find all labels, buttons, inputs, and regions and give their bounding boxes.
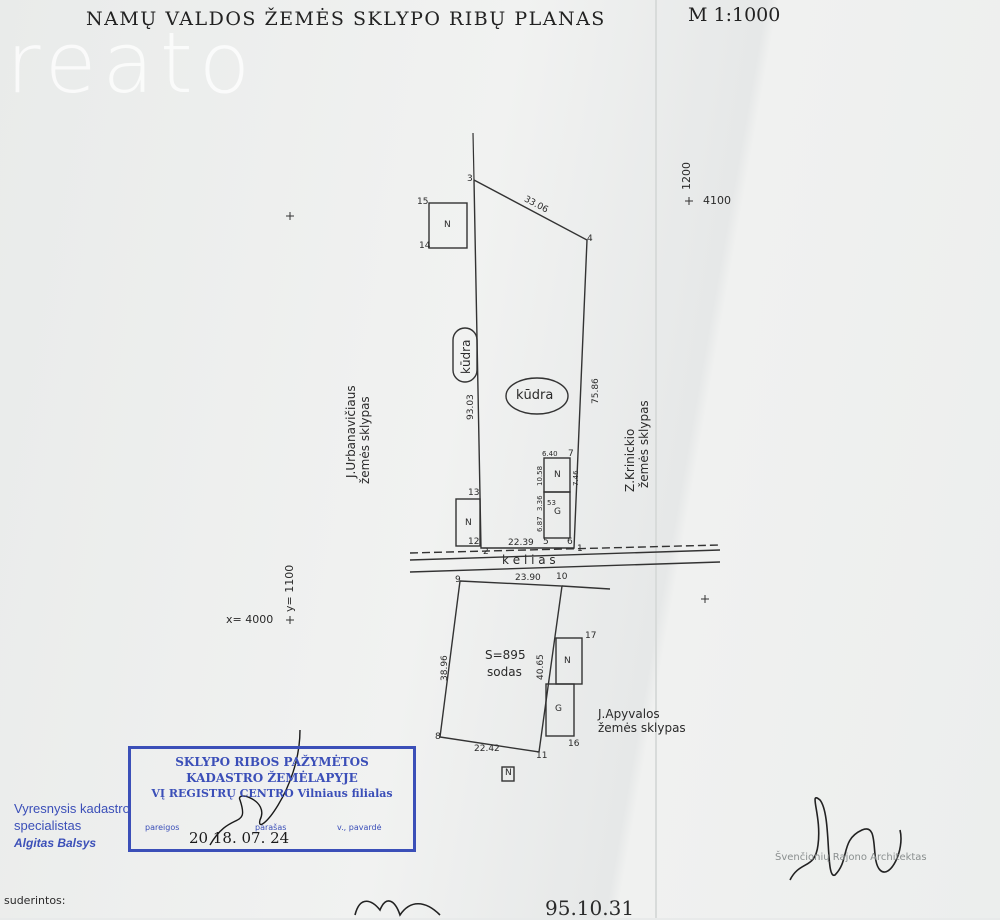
building-12-label: N (465, 518, 472, 528)
dim-west: 93.03 (466, 394, 476, 420)
building-15-label: N (444, 220, 451, 230)
paper-fold (655, 0, 657, 918)
building-n-upper-label: N (554, 470, 561, 480)
dim-bldg-g: 53 (547, 499, 556, 507)
neighbor-right-name: Z.Krinickio (623, 428, 637, 492)
plot-boundary-lower (439, 580, 563, 753)
coord-x-left: x= 4000 (226, 613, 274, 626)
building-n-lower-label: N (564, 656, 571, 666)
neighbor-left-desc: žemės sklypas (358, 396, 372, 484)
plan-title: NAMŲ VALDOS ŽEMĖS SKLYPO RIBŲ PLANAS (86, 8, 606, 30)
dim-9-8: 38.96 (440, 655, 450, 681)
stamp-line-3: VĮ REGISTRŲ CENTRO Vilniaus filialas (151, 787, 393, 800)
point-10: 10 (556, 572, 568, 582)
point-9: 9 (455, 575, 461, 585)
agreed-date: 95.10.31 (545, 896, 635, 920)
pond-center-label: kūdra (516, 388, 554, 403)
specialist-title-2: specialistas (14, 818, 82, 833)
building-g-lower-label: G (555, 704, 562, 714)
dim-8-11: 22.42 (474, 744, 500, 754)
building-g-lower (545, 683, 575, 737)
dim-2-1: 22.39 (508, 538, 534, 548)
pond-left (452, 327, 478, 383)
point-11: 11 (536, 751, 548, 761)
point-7: 7 (568, 449, 574, 459)
point-4: 4 (587, 234, 593, 244)
stamp-date: 20 18. 07. 24 (189, 829, 290, 847)
dim-bldg-mid: 3.36 (536, 495, 544, 511)
point-16: 16 (568, 739, 580, 749)
dim-bldg-low: 6.87 (536, 516, 544, 532)
watermark-logo: reato (6, 14, 257, 112)
stamp-line-2: KADASTRO ŽEMĖLAPYJE (186, 771, 358, 785)
stamp-sub-signature: parašas (255, 823, 287, 832)
dim-10-11: 40.65 (536, 654, 546, 680)
dim-east: 75.86 (591, 378, 601, 404)
point-3: 3 (467, 174, 473, 184)
agreed-label: suderintos: (4, 894, 66, 907)
coord-y-top: 1200 (680, 162, 693, 190)
point-8: 8 (435, 732, 441, 742)
dim-9-10: 23.90 (515, 573, 541, 583)
architect-title: Švenčionių Rajono Architektas (775, 852, 927, 863)
plan-scale: M 1:1000 (688, 4, 781, 26)
neighbor-bottom-desc: žemės sklypas (598, 721, 686, 735)
stamp-sub-name: v., pavardė (337, 823, 382, 832)
stamp-sub-position: pareigos (145, 823, 180, 832)
point-15: 15 (417, 197, 429, 207)
dim-bldg-side: 10.58 (536, 465, 544, 486)
point-2: 2 (483, 547, 489, 557)
neighbor-bottom-name: J.Apyvalos (598, 707, 660, 721)
stamp-line-1: SKLYPO RIBOS PAŽYMĖTOS (175, 755, 369, 769)
dim-bldg-top: 6.40 (542, 450, 558, 458)
point-1: 1 (577, 544, 583, 554)
north-label: N (505, 768, 512, 778)
architect-signature (789, 797, 902, 881)
pond-left-label: kūdra (459, 339, 473, 374)
point-14: 14 (419, 241, 431, 251)
neighbor-left-name: J.Urbanavičiaus (344, 385, 358, 478)
point-17: 17 (585, 631, 597, 641)
pond-center (505, 377, 569, 415)
area-label: S=895 (485, 648, 526, 662)
coord-y-left: y= 1100 (283, 564, 296, 612)
building-g-upper (543, 491, 571, 539)
plot-boundary-upper (473, 179, 588, 549)
garden-label: sodas (487, 665, 522, 679)
road-label: k e l i a s (502, 553, 556, 567)
point-12: 12 (468, 537, 480, 547)
footer-signature (354, 900, 441, 917)
point-13: 13 (468, 488, 480, 498)
stamp-signature (209, 729, 301, 846)
coord-x-top: 4100 (703, 194, 731, 207)
point-5: 5 (543, 537, 549, 547)
registry-stamp: SKLYPO RIBOS PAŽYMĖTOS KADASTRO ŽEMĖLAPY… (128, 746, 416, 852)
building-15 (428, 202, 468, 249)
point-6: 6 (567, 537, 573, 547)
specialist-name: Algitas Balsys (14, 836, 97, 850)
building-g-upper-label: G (554, 507, 561, 517)
building-12 (455, 498, 481, 547)
specialist-title-1: Vyresnysis kadastro (14, 801, 130, 816)
dim-bldg-right: 7.46 (572, 470, 580, 486)
neighbor-right-desc: žemės sklypas (637, 400, 651, 488)
